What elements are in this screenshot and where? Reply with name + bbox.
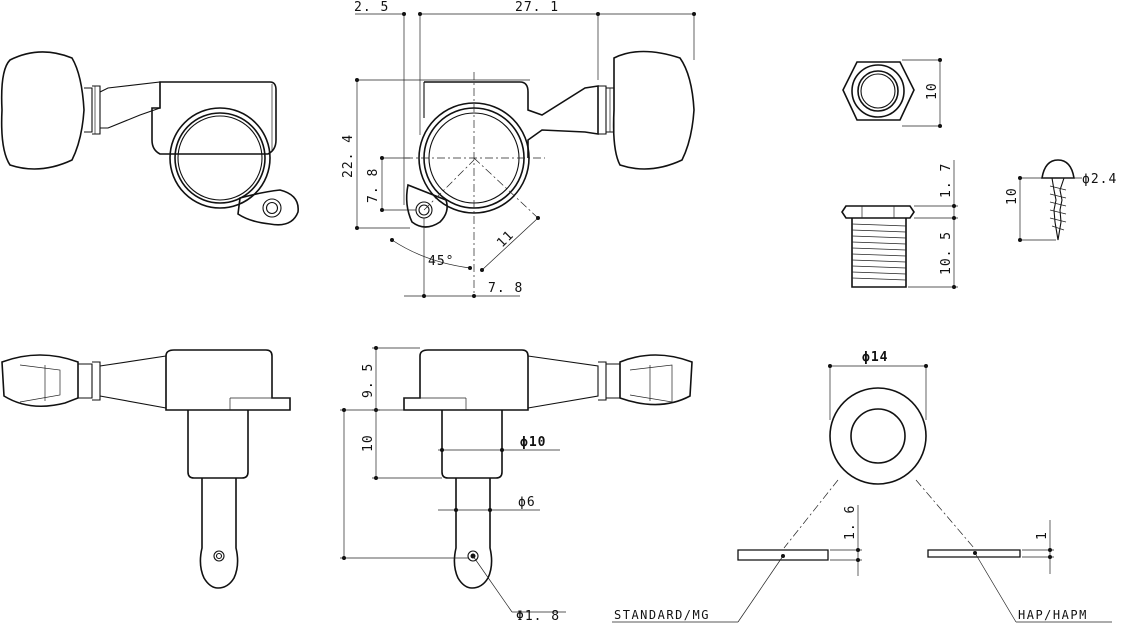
dim-45-deg: 45° <box>428 254 454 269</box>
tuner-side-view-left <box>1 349 291 589</box>
dim-phi-10: ϕ10 <box>520 435 546 450</box>
screw-view <box>1018 159 1082 242</box>
dim-27-1: 27. 1 <box>515 0 559 15</box>
tuner-side-view-dimensioned <box>340 346 693 613</box>
dim-phi-14: ϕ14 <box>862 350 888 365</box>
dim-nut-10: 10 <box>925 82 940 100</box>
dim-side-10: 10 <box>361 434 376 452</box>
caption-hap: HAP/HAPM <box>1018 608 1088 622</box>
dim-1-7: 1. 7 <box>939 163 954 198</box>
tuner-front-view-dimensioned <box>355 12 696 298</box>
dim-1-6: 1. 6 <box>843 505 858 540</box>
bushing-side-view <box>841 160 958 289</box>
dim-phi-6: ϕ6 <box>518 495 536 510</box>
dim-phi-1-8: Φ1. 8 <box>516 609 560 624</box>
dim-7-8-horizontal: 7. 8 <box>488 281 523 296</box>
washer-hap <box>927 520 1112 623</box>
dim-10-5: 10. 5 <box>939 231 954 275</box>
dim-screw-10: 10 <box>1005 187 1020 205</box>
dim-phi-2-4: ϕ2.4 <box>1082 172 1117 187</box>
dim-22-4: 22. 4 <box>341 134 356 178</box>
dim-2-5: 2. 5 <box>354 0 389 15</box>
dim-11: 11 <box>494 228 517 251</box>
caption-standard: STANDARD/MG <box>614 608 710 622</box>
hex-nut-view <box>842 58 942 128</box>
washer-standard <box>612 505 862 623</box>
washer-view <box>783 364 975 549</box>
dim-9-5: 9. 5 <box>361 363 376 398</box>
dim-7-8-vertical: 7. 8 <box>366 168 381 203</box>
tuner-front-view-left <box>0 51 299 226</box>
dim-1: 1 <box>1035 531 1050 540</box>
